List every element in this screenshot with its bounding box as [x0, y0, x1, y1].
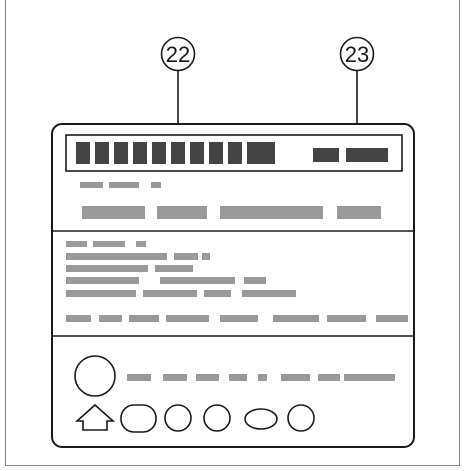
- gray-bar: [318, 374, 340, 381]
- dark-block: [95, 142, 109, 164]
- dark-block: [114, 142, 128, 164]
- gray-bar: [157, 206, 207, 219]
- gray-bar: [80, 182, 103, 188]
- round-mark-icon: [74, 355, 116, 397]
- gray-bar: [127, 374, 151, 381]
- gray-bar: [242, 290, 296, 297]
- gray-bar: [109, 182, 139, 188]
- dark-block: [76, 142, 90, 164]
- gray-bar: [229, 374, 247, 381]
- gray-bar: [66, 265, 148, 272]
- gray-bar: [273, 315, 319, 322]
- gray-bar: [220, 206, 323, 219]
- dark-block: [247, 142, 261, 164]
- gray-bar: [136, 241, 146, 247]
- gray-bar: [204, 290, 231, 297]
- dark-block: [171, 142, 185, 164]
- circle-symbol-icon: [164, 404, 192, 432]
- callout-22: 22: [160, 36, 196, 139]
- ellipse-symbol-icon: [244, 408, 278, 430]
- house-symbol-icon: [74, 403, 116, 431]
- gray-bar: [174, 253, 198, 260]
- left-bar-group: [76, 142, 275, 164]
- gray-bar: [327, 315, 366, 322]
- circle-symbol-icon: [287, 404, 315, 432]
- callout-23: 23: [339, 36, 375, 139]
- circle-symbol-icon: [203, 404, 231, 432]
- gray-bar: [66, 277, 139, 284]
- gray-bar: [143, 290, 197, 297]
- callout-22-circle: [160, 36, 196, 72]
- gray-bar: [281, 374, 310, 381]
- label-outline: [51, 123, 415, 448]
- gray-bar: [166, 315, 209, 322]
- gray-bar: [66, 253, 167, 260]
- header-bar-box: [65, 134, 403, 172]
- gray-bar: [258, 374, 267, 381]
- gray-bar: [202, 253, 210, 260]
- gray-bar: [376, 315, 408, 322]
- dark-block: [133, 142, 147, 164]
- callout-23-circle: [339, 36, 375, 72]
- gray-bar: [151, 182, 161, 188]
- gray-bar: [196, 374, 219, 381]
- right-bar-group: [313, 148, 388, 162]
- dark-block: [152, 142, 166, 164]
- gray-bar: [99, 315, 122, 322]
- gray-bar: [344, 374, 395, 381]
- dark-block: [346, 148, 388, 162]
- gray-bar: [155, 265, 193, 272]
- gray-bar: [82, 206, 145, 219]
- gray-bar: [93, 241, 125, 247]
- upper-section-bars: [80, 182, 381, 219]
- dark-block: [190, 142, 204, 164]
- gray-bar: [66, 241, 87, 247]
- rounded-symbol-icon: [120, 404, 157, 433]
- callout-22-number: 22: [166, 42, 190, 67]
- gray-bar: [129, 315, 159, 322]
- dark-block: [209, 142, 223, 164]
- gray-bar: [244, 277, 266, 284]
- callout-23-number: 23: [345, 42, 369, 67]
- gray-bar: [66, 290, 136, 297]
- gray-bar: [337, 206, 381, 219]
- gray-bar: [66, 315, 91, 322]
- middle-section-bars: [66, 241, 408, 322]
- gray-bar: [220, 315, 258, 322]
- dark-block: [228, 142, 242, 164]
- gray-bar: [163, 374, 187, 381]
- lower-section-bars: [127, 374, 395, 381]
- dark-block: [261, 142, 275, 164]
- dark-block: [313, 148, 339, 162]
- gray-bar: [160, 277, 235, 284]
